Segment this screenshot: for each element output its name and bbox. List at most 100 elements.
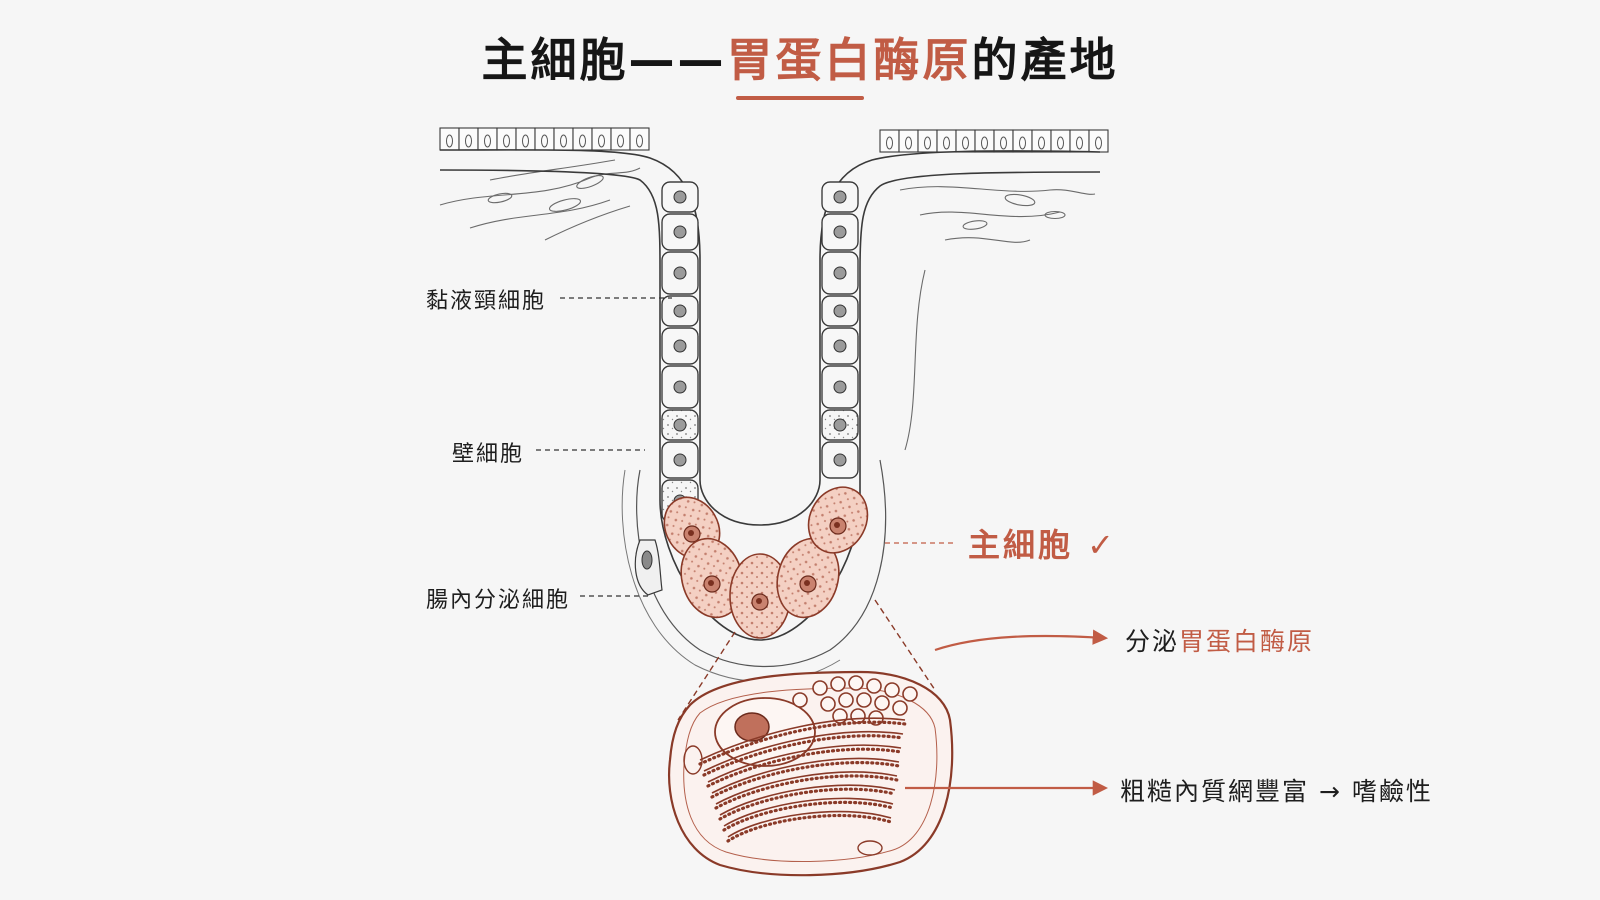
surface-cell-nucleus xyxy=(886,136,893,150)
enlarged-chief-cell xyxy=(668,670,954,877)
zymogen-granule xyxy=(848,675,864,691)
chief-cell-nucleolus xyxy=(834,522,840,528)
rer-ribosomes xyxy=(726,813,893,843)
chief-cell-nucleolus xyxy=(804,580,810,586)
rer-ribosomes xyxy=(698,720,907,766)
cell-nucleus xyxy=(673,453,687,467)
label-chief-cell: 主細胞 ✓ xyxy=(968,520,1117,566)
rer-cisterna xyxy=(707,744,902,783)
title-part-pepsinogen: 胃蛋白酶原 xyxy=(726,33,972,87)
label-parietal-cell: 壁細胞 xyxy=(452,442,525,467)
zymogen-granule xyxy=(820,696,836,712)
rer-ribosomes xyxy=(702,734,905,777)
surface-cell-nucleus xyxy=(1038,136,1045,150)
zymogen-granule xyxy=(856,692,872,708)
surface-epithelium-right xyxy=(879,129,1109,153)
rer-cisterna xyxy=(723,797,894,827)
surface-cell-nucleus xyxy=(503,134,510,148)
cell-nucleus xyxy=(833,190,847,204)
surface-cell-nucleus xyxy=(484,134,491,148)
surface-cell-nucleus xyxy=(560,134,567,148)
arrow-to-secretion xyxy=(934,629,1109,652)
check-icon: ✓ xyxy=(1087,526,1117,564)
zymogen-granule xyxy=(866,678,882,694)
cell-border xyxy=(821,409,859,441)
cell-nucleus xyxy=(673,190,687,204)
zymogen-granule xyxy=(902,686,918,702)
rer-cisterna xyxy=(727,810,892,838)
cell-border xyxy=(821,181,859,213)
rer-ribosomes xyxy=(722,800,895,832)
chief-cells-group xyxy=(663,486,869,639)
rer-cisterna xyxy=(719,784,896,816)
zymogen-granule xyxy=(830,676,846,692)
rough-er-cisternae xyxy=(698,717,907,843)
cell-nucleus xyxy=(673,380,687,394)
cell-border xyxy=(821,327,859,365)
rer-ribosomes xyxy=(718,787,897,821)
cell-border xyxy=(821,441,859,479)
rer-ribosomes xyxy=(714,774,899,810)
surface-cell-nucleus xyxy=(617,134,624,148)
surface-cell-nucleus xyxy=(905,136,912,150)
cell-nucleus xyxy=(833,380,847,394)
rer-cisterna xyxy=(715,771,898,805)
label-secretes-pepsinogen: 分泌胃蛋白酶原 xyxy=(1125,622,1314,658)
title-underline xyxy=(736,96,864,100)
label-enteroendocrine-cell: 腸內分泌細胞 xyxy=(426,588,571,613)
surface-epithelium-left xyxy=(439,127,650,151)
surface-cell-nucleus xyxy=(1057,136,1064,150)
surface-cell-nucleus xyxy=(943,136,950,150)
cell-nucleus xyxy=(673,418,687,432)
surface-cell-nucleus xyxy=(522,134,529,148)
label-secretes-product: 胃蛋白酶原 xyxy=(1179,627,1315,656)
zymogen-granules xyxy=(792,675,918,726)
connective-tissue-left xyxy=(439,159,641,241)
cell-border xyxy=(661,295,699,327)
rer-cisterna xyxy=(703,731,904,772)
zymogen-granule xyxy=(838,692,854,708)
surface-cell-nucleus xyxy=(579,134,586,148)
cell-border xyxy=(821,295,859,327)
surface-cell-nucleus xyxy=(962,136,969,150)
zoom-lines xyxy=(677,599,936,721)
zymogen-granule xyxy=(850,708,866,724)
cell-border xyxy=(661,441,699,479)
surface-cell-nucleus xyxy=(541,134,548,148)
gland-cells-right xyxy=(821,181,859,479)
surface-cell xyxy=(629,127,650,151)
rer-ribosomes xyxy=(706,747,903,788)
cell-border xyxy=(661,181,699,213)
cell-nucleus xyxy=(673,266,687,280)
title-part-chief-cell: 主細胞—— xyxy=(481,33,727,87)
chief-cell-nucleolus xyxy=(756,598,762,604)
cell-border xyxy=(661,251,699,295)
label-secretes-prefix: 分泌 xyxy=(1125,627,1180,656)
label-mucous-neck-cell: 黏液頸細胞 xyxy=(426,289,547,314)
surface-cell-nucleus xyxy=(465,134,472,148)
cell-border xyxy=(821,365,859,409)
zymogen-granule xyxy=(892,700,908,716)
cell-border xyxy=(661,327,699,365)
cell-nucleus xyxy=(833,304,847,318)
cell-nucleus xyxy=(833,453,847,467)
connective-tissue-right xyxy=(899,186,1096,451)
enteroendocrine-cell xyxy=(634,539,663,596)
zymogen-granule xyxy=(884,682,900,698)
cell-nucleus xyxy=(833,225,847,239)
rer-cisterna xyxy=(711,757,900,794)
surface-cell-nucleus xyxy=(981,136,988,150)
zymogen-granule xyxy=(874,695,890,711)
cell-border xyxy=(821,251,859,295)
rer-cisterna xyxy=(699,717,906,761)
cell-nucleus xyxy=(673,304,687,318)
nucleolus-enlarged xyxy=(734,712,770,742)
page-title: 主細胞——胃蛋白酶原的產地 xyxy=(0,24,1600,90)
cell-nucleus xyxy=(833,418,847,432)
cell-border xyxy=(821,213,859,251)
rer-ribosomes xyxy=(710,760,901,799)
surface-cell-nucleus xyxy=(1000,136,1007,150)
cell-border xyxy=(661,409,699,441)
